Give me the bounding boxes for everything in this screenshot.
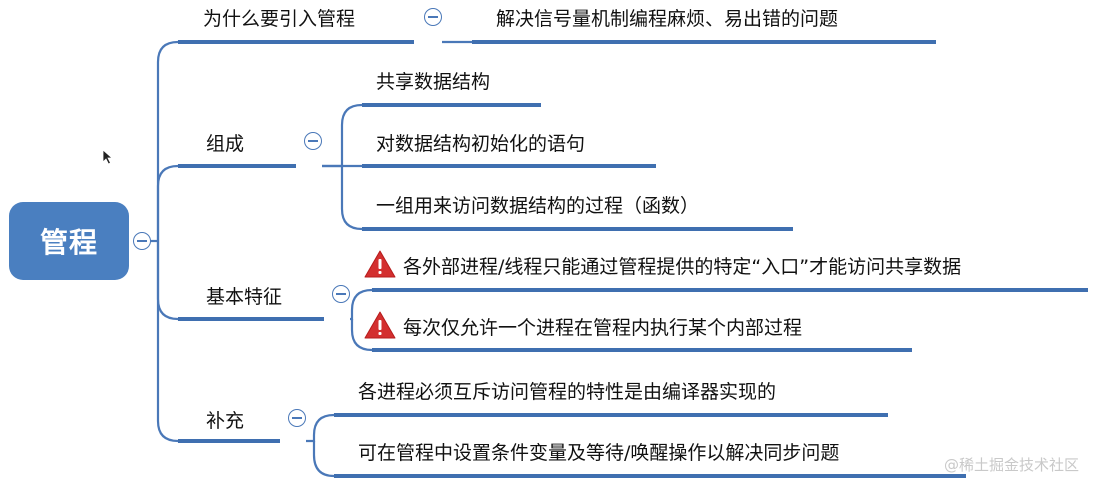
- branch-why-label[interactable]: 为什么要引入管程: [203, 8, 356, 30]
- feature-item-2[interactable]: 每次仅允许一个进程在管程内执行某个内部过程: [403, 317, 803, 339]
- warning-icon: [364, 250, 396, 278]
- connector-comp-1: [322, 103, 363, 168]
- root-label: 管程: [39, 226, 98, 259]
- supplement-item-1[interactable]: 各进程必须互斥访问管程的特性是由编译器实现的: [358, 381, 777, 403]
- connector-sup-2: [312, 441, 335, 478]
- connector-composition: [156, 164, 179, 241]
- collapse-icon-root[interactable]: [133, 232, 151, 250]
- connector-sup-1: [306, 413, 335, 443]
- supplement-item-2[interactable]: 可在管程中设置条件变量及等待/唤醒操作以解决同步问题: [358, 442, 840, 464]
- root-node[interactable]: 管程: [9, 202, 129, 280]
- cursor-icon: [102, 149, 114, 165]
- composition-item-2[interactable]: 对数据结构初始化的语句: [376, 133, 586, 155]
- connector-features: [156, 241, 179, 321]
- connector-feat-1: [350, 288, 373, 321]
- connector-feat-2: [350, 319, 373, 352]
- collapse-icon-supplement[interactable]: [288, 409, 306, 427]
- collapse-icon-why[interactable]: [424, 8, 442, 26]
- feature-item-1[interactable]: 各外部进程/线程只能通过管程提供的特定“入口”才能访问共享数据: [403, 256, 962, 278]
- connector-supplement: [156, 241, 179, 443]
- branch-why-child[interactable]: 解决信号量机制编程麻烦、易出错的问题: [496, 8, 839, 30]
- connector-comp-3: [340, 166, 363, 231]
- branch-composition-label[interactable]: 组成: [206, 133, 245, 155]
- collapse-icon-features[interactable]: [332, 285, 350, 303]
- branch-features-label[interactable]: 基本特征: [206, 286, 283, 308]
- composition-item-1[interactable]: 共享数据结构: [376, 71, 491, 93]
- warning-icon: [364, 311, 396, 339]
- composition-item-3[interactable]: 一组用来访问数据结构的过程（函数）: [376, 195, 700, 217]
- collapse-icon-composition[interactable]: [304, 132, 322, 150]
- branch-supplement-label[interactable]: 补充: [206, 410, 245, 432]
- connector-why: [156, 40, 179, 241]
- watermark: @稀土掘金技术社区: [944, 456, 1080, 474]
